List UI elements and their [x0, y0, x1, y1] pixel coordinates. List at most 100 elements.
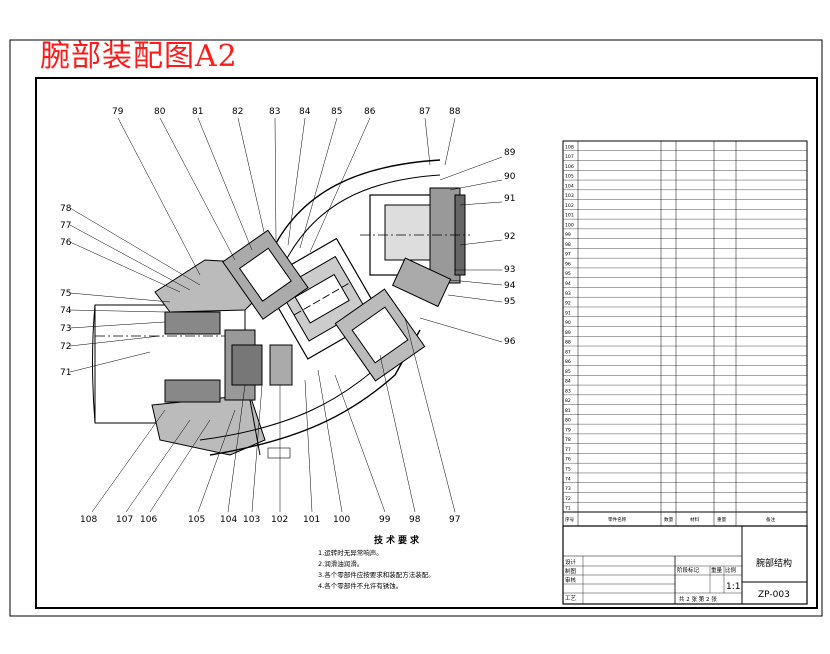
scale-label: 比例 — [725, 566, 737, 574]
callout-94: 94 — [504, 281, 516, 291]
callout-79: 79 — [112, 107, 124, 117]
role-process: 工艺 — [565, 595, 577, 602]
wrist-section-view — [92, 159, 470, 459]
callout-97: 97 — [449, 515, 460, 525]
title-block: 设计 制图 审核 工艺 阶段标记 重量 比例 1:1 共 2 张 第 2 张 腕… — [562, 525, 808, 605]
table-row-number: 98 — [565, 242, 571, 248]
callout-76: 76 — [60, 238, 72, 248]
callout-83: 83 — [269, 107, 280, 117]
callout-92: 92 — [504, 232, 515, 242]
table-row-number: 101 — [565, 213, 574, 219]
outer-frame — [9, 39, 823, 617]
callout-leaders — [69, 117, 503, 513]
table-row-number: 97 — [565, 252, 571, 258]
tech-req-line-4: 4.各个零部件不允许有锈蚀。 — [318, 582, 403, 590]
table-row-number: 81 — [565, 408, 571, 414]
table-row-number: 92 — [565, 301, 571, 307]
callout-91: 91 — [504, 194, 515, 204]
weight-label: 重量 — [711, 566, 723, 574]
table-row-number: 89 — [565, 330, 571, 336]
table-row-number: 104 — [565, 183, 574, 189]
tech-req-line-1: 1.运转时无异常响声。 — [318, 549, 383, 557]
table-row-number: 90 — [565, 320, 571, 326]
header-remark: 备注 — [766, 516, 776, 523]
table-row-number: 87 — [565, 349, 571, 355]
table-row-number: 91 — [565, 310, 571, 316]
callout-107: 107 — [116, 515, 133, 525]
callout-74: 74 — [60, 306, 72, 316]
header-material: 材料 — [690, 516, 700, 523]
header-no: 序号 — [565, 516, 575, 523]
table-row-number: 95 — [565, 271, 571, 277]
stage-label: 阶段标记 — [677, 566, 700, 574]
callout-104: 104 — [220, 515, 237, 525]
callout-105: 105 — [188, 515, 205, 525]
table-row-number: 96 — [565, 261, 571, 267]
callout-82: 82 — [232, 107, 243, 117]
sheet-count: 共 2 张 第 2 张 — [679, 595, 717, 603]
technical-requirements: 技术要求 1.运转时无异常响声。 2.润滑油润滑。 3.各个零部件应按要求和装配… — [318, 536, 478, 592]
callout-106: 106 — [140, 515, 157, 525]
callout-102: 102 — [271, 515, 288, 525]
table-row-number: 100 — [565, 222, 574, 228]
callout-108: 108 — [80, 515, 97, 525]
table-row-number: 105 — [565, 174, 574, 180]
table-row-number: 106 — [565, 164, 574, 170]
table-row-number: 85 — [565, 369, 571, 375]
scale-value: 1:1 — [726, 582, 740, 592]
callout-77: 77 — [60, 221, 71, 231]
callout-89: 89 — [504, 148, 516, 158]
table-row-number: 88 — [565, 340, 571, 346]
table-row-number: 77 — [565, 447, 571, 453]
callout-labels: 79 80 81 82 83 84 85 86 87 88 89 90 91 9… — [60, 107, 516, 525]
callout-71: 71 — [60, 368, 71, 378]
callout-96: 96 — [504, 337, 516, 347]
table-row-number: 84 — [565, 379, 571, 385]
table-row-number: 79 — [565, 427, 571, 433]
drawing-title: 腕部装配图A2 — [40, 39, 238, 74]
table-row-number: 83 — [565, 388, 571, 394]
header-qty: 数量 — [664, 516, 674, 523]
callout-93: 93 — [504, 265, 515, 275]
parts-list-table: 1081071061051041031021011009998979695949… — [562, 140, 808, 527]
callout-86: 86 — [364, 107, 376, 117]
table-row-number: 93 — [565, 291, 571, 297]
table-row-number: 99 — [565, 232, 571, 238]
callout-90: 90 — [504, 172, 516, 182]
drawing-name: 腕部结构 — [756, 557, 792, 569]
callout-72: 72 — [60, 342, 71, 352]
table-row-number: 80 — [565, 418, 571, 424]
callout-73: 73 — [60, 324, 71, 334]
inner-frame — [35, 77, 818, 609]
table-row-number: 71 — [565, 506, 571, 512]
table-row-number: 103 — [565, 193, 574, 199]
callout-100: 100 — [333, 515, 350, 525]
table-row-number: 107 — [565, 154, 574, 160]
table-row-number: 108 — [565, 144, 574, 150]
header-name: 零件名称 — [608, 516, 627, 523]
table-row-number: 94 — [565, 281, 571, 287]
callout-85: 85 — [331, 107, 342, 117]
callout-84: 84 — [299, 107, 311, 117]
role-review: 审核 — [565, 576, 577, 584]
callout-87: 87 — [419, 107, 430, 117]
callout-101: 101 — [303, 515, 320, 525]
header-weight: 重量 — [717, 516, 727, 523]
table-row-number: 76 — [565, 457, 571, 463]
callout-78: 78 — [60, 204, 72, 214]
table-row-number: 82 — [565, 398, 571, 404]
tech-req-line-2: 2.润滑油润滑。 — [318, 560, 364, 568]
callout-95: 95 — [504, 297, 515, 307]
callout-81: 81 — [192, 107, 203, 117]
callout-88: 88 — [449, 107, 461, 117]
table-row-number: 86 — [565, 359, 571, 365]
role-drafting: 制图 — [565, 567, 577, 575]
callout-103: 103 — [243, 515, 260, 525]
role-design: 设计 — [565, 558, 577, 566]
table-row-number: 78 — [565, 437, 571, 443]
tech-req-heading: 技术要求 — [373, 536, 422, 546]
callout-80: 80 — [154, 107, 166, 117]
table-row-number: 74 — [565, 476, 571, 482]
table-row-number: 73 — [565, 486, 571, 492]
